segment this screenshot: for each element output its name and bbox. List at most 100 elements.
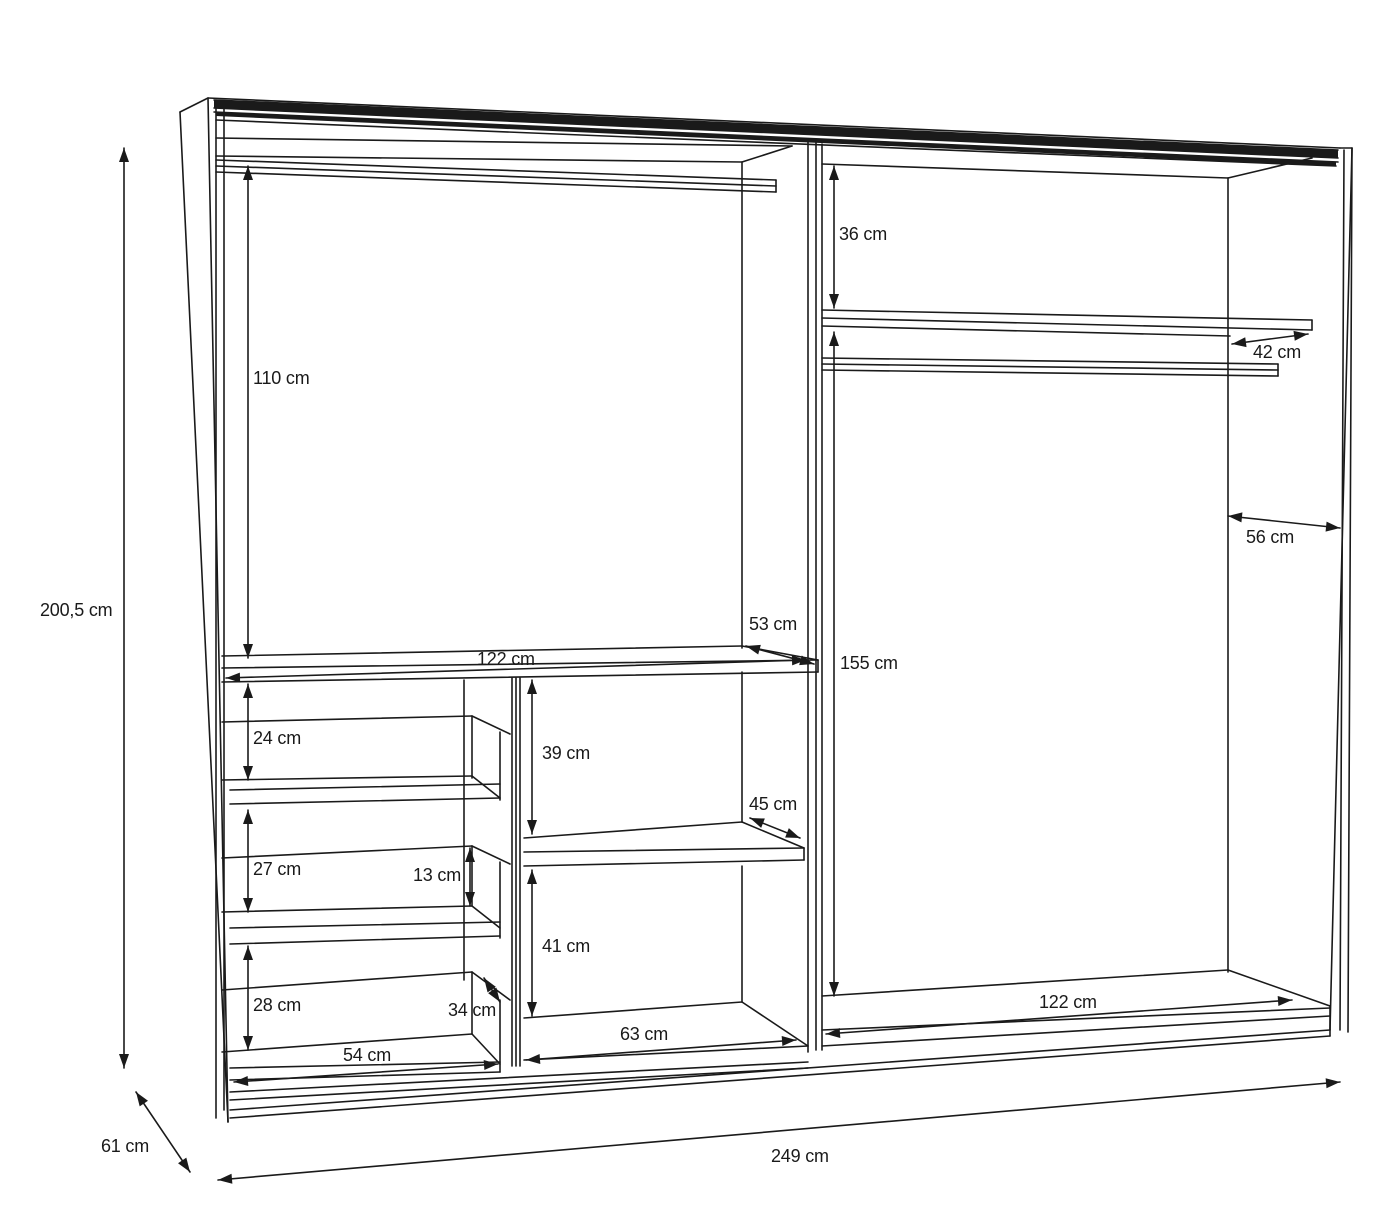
drawing-line (230, 936, 500, 944)
arrowhead-icon (483, 1059, 498, 1070)
drawing-line (822, 164, 1228, 178)
arrowhead-icon (1325, 521, 1340, 532)
drawing-line (1228, 970, 1330, 1006)
drawing-line (230, 1030, 1330, 1110)
drawing-line (230, 784, 500, 790)
arrowhead-icon (226, 672, 241, 683)
drawing-line (822, 318, 1312, 330)
arrowhead-icon (1228, 512, 1243, 523)
drawing-line (230, 798, 500, 804)
arrowhead-icon (527, 1002, 537, 1016)
drawing-line (222, 906, 472, 912)
arrowhead-icon (243, 946, 253, 960)
label-shelf-lower-height: 41 cm (542, 936, 591, 956)
drawing-line (822, 358, 1278, 364)
drawing-line (826, 1000, 1292, 1034)
drawing-line (524, 1046, 808, 1060)
label-shelf-upper-height: 39 cm (542, 743, 591, 763)
label-drawer-depth: 34 cm (448, 1000, 497, 1020)
arrowhead-icon (465, 892, 475, 906)
drawing-line (230, 1036, 1330, 1118)
drawing-line (472, 1034, 500, 1064)
drawing-line (208, 98, 228, 1122)
drawing-line (222, 660, 818, 668)
arrowhead-icon (791, 655, 806, 666)
arrowhead-icon (218, 1173, 233, 1184)
drawing-line (1340, 150, 1344, 1030)
label-right-top-height: 36 cm (839, 224, 888, 244)
drawing-line (822, 310, 1312, 320)
drawing-line (742, 822, 804, 848)
arrowhead-icon (119, 1054, 129, 1068)
drawing-line (218, 1082, 1340, 1180)
arrowhead-icon (1232, 337, 1247, 348)
label-drawer-1-height: 24 cm (253, 728, 302, 748)
drawing-line (226, 660, 806, 678)
drawing-line (524, 1002, 742, 1018)
drawing-line (524, 860, 804, 866)
drawing-line (216, 120, 1336, 166)
label-drawer-side-height: 13 cm (413, 865, 462, 885)
drawing-line (230, 922, 500, 928)
arrowhead-icon (488, 987, 500, 1002)
arrowhead-icon (243, 766, 253, 780)
drawing-line (230, 1068, 808, 1100)
drawing-line (1348, 148, 1352, 1032)
label-overall-width: 249 cm (771, 1146, 829, 1166)
drawing-line (216, 138, 792, 146)
arrowhead-icon (234, 1076, 249, 1087)
drawing-line (216, 172, 776, 192)
label-right-shelf-depth: 42 cm (1253, 342, 1302, 362)
drawing-line (222, 776, 472, 780)
drawing-line (526, 1040, 796, 1060)
arrowhead-icon (465, 848, 475, 862)
drawing-line (222, 1034, 472, 1052)
drawing-line (742, 146, 792, 162)
arrowhead-icon (526, 1054, 541, 1065)
drawing-line (472, 846, 510, 864)
drawing-line (222, 716, 472, 722)
arrowhead-icon (799, 655, 814, 666)
wardrobe-structure (124, 98, 1352, 1180)
arrowhead-icon (826, 1028, 841, 1039)
drawing-line (1330, 148, 1352, 1030)
drawing-line (822, 1008, 1330, 1030)
drawing-line (822, 370, 1278, 376)
label-middle-shelf-depth: 45 cm (749, 794, 798, 814)
label-left-shelf-depth: 53 cm (749, 614, 798, 634)
arrowhead-icon (829, 166, 839, 180)
drawing-line (1228, 516, 1340, 528)
drawing-line (472, 716, 510, 734)
drawing-line (822, 326, 1230, 336)
drawing-line (180, 98, 208, 112)
drawing-line (208, 98, 1340, 148)
arrowhead-icon (785, 828, 800, 838)
arrowhead-icon (1325, 1078, 1340, 1089)
arrowhead-icon (746, 644, 761, 655)
drawing-line (822, 1016, 1330, 1046)
arrowhead-icon (781, 1035, 796, 1046)
drawing-line (234, 1064, 498, 1082)
dimension-arrowheads (119, 148, 1340, 1184)
drawing-line (822, 364, 1278, 370)
drawing-line (222, 972, 472, 990)
arrowhead-icon (243, 1036, 253, 1050)
arrowhead-icon (178, 1157, 190, 1172)
arrowhead-icon (1293, 330, 1308, 341)
label-drawer-2-height: 27 cm (253, 859, 302, 879)
drawing-line (472, 906, 500, 928)
drawing-line (216, 156, 742, 162)
label-overall-height: 200,5 cm (40, 600, 113, 620)
drawing-line (136, 1092, 190, 1172)
label-left-hanging-height: 110 cm (253, 368, 310, 388)
arrowhead-icon (527, 870, 537, 884)
arrowhead-icon (829, 332, 839, 346)
label-right-inner-depth: 56 cm (1246, 527, 1295, 547)
drawing-line (180, 112, 228, 1122)
label-right-bottom-width: 122 cm (1039, 992, 1097, 1012)
drawing-line (524, 848, 804, 852)
arrowhead-icon (243, 684, 253, 698)
arrowhead-icon (484, 978, 496, 993)
drawing-line (222, 846, 472, 858)
